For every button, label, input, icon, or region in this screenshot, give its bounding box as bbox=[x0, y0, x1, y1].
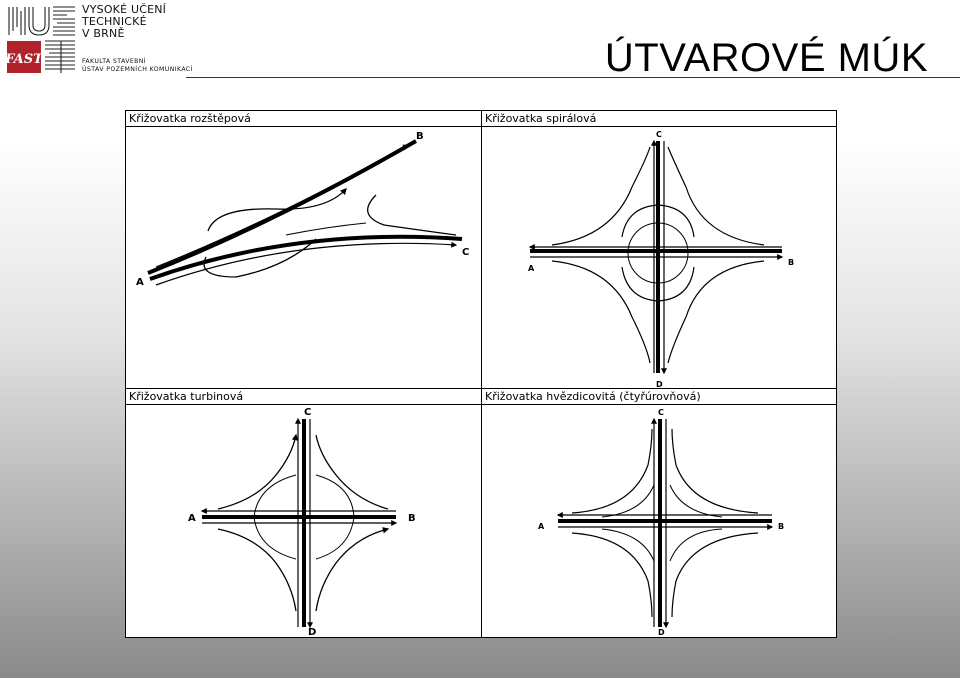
label-a: A bbox=[538, 522, 545, 531]
page-title: ÚTVAROVÉ MÚK bbox=[604, 36, 928, 80]
label-a: A bbox=[136, 277, 144, 288]
star-interchange-diagram: A B C D bbox=[538, 408, 784, 637]
label-d: D bbox=[658, 628, 665, 637]
panel-turbine-interchange: Křižovatka turbinová A B C D bbox=[126, 389, 482, 637]
faculty-line-1: FAKULTA STAVEBNÍ bbox=[82, 58, 147, 65]
label-a: A bbox=[188, 513, 196, 524]
panel-title: Křižovatka rozštěpová bbox=[126, 111, 481, 127]
logo-text: FAST bbox=[5, 52, 44, 67]
school-name: VYSOKÉ UČENÍ TECHNICKÉ V BRNĚ bbox=[82, 4, 166, 40]
panel-title: Křižovatka spirálová bbox=[482, 111, 836, 127]
panel-star-interchange: Křižovatka hvězdicovitá (čtyřúrovňová) A… bbox=[482, 389, 836, 637]
label-c: C bbox=[656, 130, 662, 139]
split-interchange-diagram: A B C bbox=[136, 131, 469, 288]
school-line-3: V BRNĚ bbox=[82, 27, 125, 40]
label-c: C bbox=[304, 407, 311, 418]
faculty-name: FAKULTA STAVEBNÍ ÚSTAV POZEMNÍCH KOMUNIK… bbox=[82, 58, 193, 74]
panel-split-interchange: Křižovatka rozštěpová A B C bbox=[126, 111, 482, 389]
university-logo: FAST bbox=[5, 5, 77, 75]
faculty-line-2: ÚSTAV POZEMNÍCH KOMUNIKACÍ bbox=[82, 66, 193, 73]
label-c: C bbox=[658, 408, 664, 417]
panel-title: Křižovatka turbinová bbox=[126, 389, 481, 405]
label-c: C bbox=[462, 247, 469, 258]
label-b: B bbox=[408, 513, 416, 524]
label-b: B bbox=[788, 258, 794, 267]
label-a: A bbox=[528, 264, 535, 273]
label-d: D bbox=[308, 627, 316, 637]
interchange-figure: Křižovatka rozštěpová A B C Křižovatka s… bbox=[125, 110, 837, 638]
panel-spiral-interchange: Křižovatka spirálová A B C D bbox=[482, 111, 836, 389]
spiral-interchange-diagram: A B C D bbox=[528, 130, 794, 389]
turbine-interchange-diagram: A B C D bbox=[188, 407, 416, 637]
header-rule bbox=[186, 77, 960, 78]
label-b: B bbox=[416, 131, 424, 142]
label-d: D bbox=[656, 380, 663, 389]
panel-title: Křižovatka hvězdicovitá (čtyřúrovňová) bbox=[482, 389, 836, 405]
school-line-2: TECHNICKÉ bbox=[82, 15, 147, 28]
label-b: B bbox=[778, 522, 784, 531]
school-line-1: VYSOKÉ UČENÍ bbox=[82, 3, 167, 16]
